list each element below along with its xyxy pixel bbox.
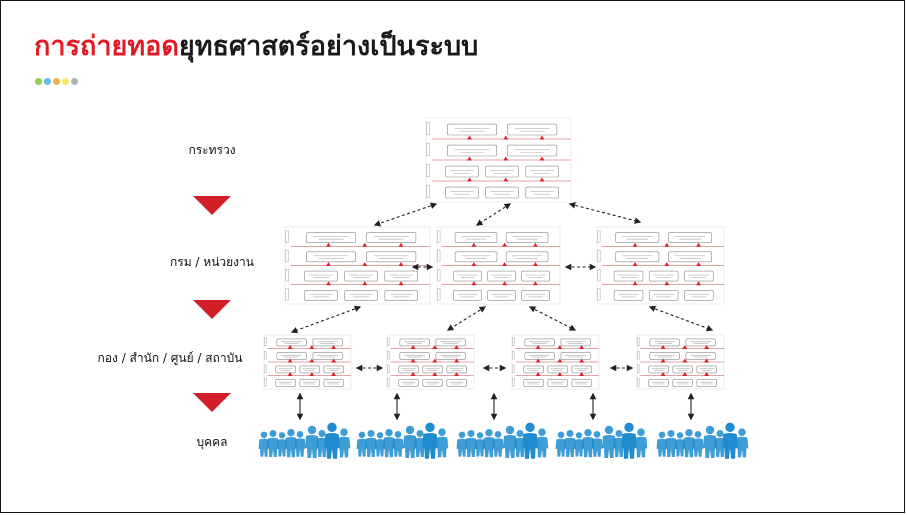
strategy-map xyxy=(436,226,561,305)
bidirectional-arrow-icon xyxy=(290,305,362,334)
people-group-icon xyxy=(555,422,648,459)
strategy-map xyxy=(511,334,600,390)
people-group-icon xyxy=(656,422,749,459)
level-label-individual: บุคคล xyxy=(196,435,228,449)
down-arrow-icon xyxy=(193,300,231,319)
dot xyxy=(35,78,42,85)
title-highlight: การถ่ายทอด xyxy=(34,31,179,62)
bidirectional-arrow-icon xyxy=(475,203,512,226)
bidirectional-arrow-icon xyxy=(568,202,642,224)
bidirectional-arrow-icon xyxy=(446,306,487,331)
slide-title: การถ่ายทอดยุทธศาสตร์อย่างเป็นระบบ xyxy=(34,30,478,64)
dot xyxy=(53,78,60,85)
people-group-icon xyxy=(258,422,351,459)
strategy-map xyxy=(636,334,725,390)
people-group-icon xyxy=(456,422,549,459)
strategy-map xyxy=(596,226,725,305)
decorative-dots xyxy=(35,70,80,85)
strategy-map xyxy=(284,226,431,305)
down-arrow-icon xyxy=(193,196,231,215)
strategy-map xyxy=(386,334,475,390)
bidirectional-arrow-icon xyxy=(528,306,577,331)
people-group-icon xyxy=(356,422,449,459)
level-label-division: กอง / สำนัก / ศูนย์ / สถาบัน xyxy=(97,351,243,365)
bidirectional-arrow-icon xyxy=(648,305,714,332)
down-arrow-icon xyxy=(193,393,231,412)
dot xyxy=(44,78,51,85)
dot xyxy=(71,78,78,85)
bidirectional-arrow-icon xyxy=(373,202,438,227)
level-label-ministry: กระทรวง xyxy=(188,143,236,157)
strategy-map xyxy=(425,117,572,203)
level-label-department: กรม / หน่วยงาน xyxy=(170,255,254,269)
dot xyxy=(62,78,69,85)
strategy-map xyxy=(263,334,352,390)
title-rest: ยุทธศาสตร์อย่างเป็นระบบ xyxy=(178,31,479,62)
